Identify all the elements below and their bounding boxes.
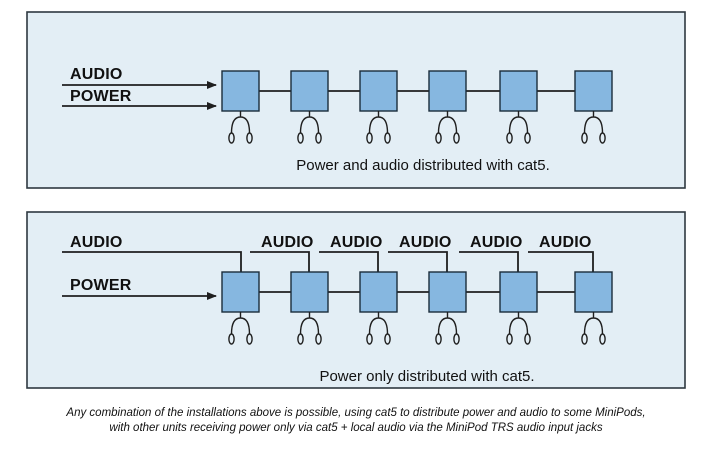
earcup-left-icon [366,132,373,144]
local-audio-line [250,251,310,272]
earcup-right-icon [524,132,531,144]
audio-input-line [62,251,242,272]
panel-caption: Power and audio distributed with cat5. [296,157,549,174]
headphone-icon [230,111,251,134]
earcup-left-icon [435,132,442,144]
earcup-left-icon [297,132,304,144]
earcup-left-icon [581,333,588,345]
earcup-right-icon [384,132,391,144]
earcup-left-icon [435,333,442,345]
minipod-chain [221,271,613,345]
power-input-label: POWER [70,277,132,294]
panel-power-and-audio: AUDIO POWER Power and audio distributed … [26,11,686,189]
headphone-icon [583,111,604,134]
earcup-left-icon [228,333,235,345]
earcup-right-icon [453,132,460,144]
minipod-unit [290,271,329,313]
earcup-right-icon [524,333,531,345]
local-audio-label: AUDIO [261,234,314,251]
panel-caption: Power only distributed with cat5. [319,368,534,385]
earcup-right-icon [599,132,606,144]
earcup-right-icon [453,333,460,345]
headphone-icon [437,312,458,335]
headphone-icon [368,312,389,335]
minipod-unit [221,271,260,313]
minipod-unit [499,271,538,313]
power-input-label: POWER [70,88,132,105]
minipod-unit [221,70,260,112]
earcup-right-icon [315,333,322,345]
earcup-left-icon [366,333,373,345]
headphone-icon [230,312,251,335]
local-audio-label: AUDIO [330,234,383,251]
minipod-chain [221,70,613,144]
local-audio-label: AUDIO [399,234,452,251]
local-audio-line [319,251,379,272]
minipod-unit [428,70,467,112]
audio-input-label: AUDIO [70,234,123,251]
footnote-line-1: Any combination of the installations abo… [65,407,645,419]
local-audio-label: AUDIO [539,234,592,251]
audio-input-label: AUDIO [70,66,123,83]
minipod-unit [499,70,538,112]
local-audio-label: AUDIO [470,234,523,251]
minipod-unit [290,70,329,112]
local-audio-line [459,251,519,272]
minipod-unit [428,271,467,313]
headphone-icon [437,111,458,134]
earcup-left-icon [506,132,513,144]
earcup-right-icon [315,132,322,144]
headphone-icon [508,111,529,134]
earcup-left-icon [581,132,588,144]
headphone-icon [583,312,604,335]
local-audio-inputs: AUDIO AUDIO AUDIO AUDIO AUDIO [250,234,594,272]
local-audio-line [528,251,594,272]
minipod-unit [359,70,398,112]
headphone-icon [299,111,320,134]
footnote-line-2: with other units receiving power only vi… [109,422,602,434]
earcup-right-icon [599,333,606,345]
earcup-left-icon [506,333,513,345]
earcup-left-icon [297,333,304,345]
headphone-icon [368,111,389,134]
earcup-right-icon [246,132,253,144]
minipod-unit [359,271,398,313]
panel-power-only: AUDIO POWER AUDIO AUDIO AUDIO AUDIO AUDI… [26,211,686,389]
headphone-icon [508,312,529,335]
earcup-left-icon [228,132,235,144]
headphone-icon [299,312,320,335]
earcup-right-icon [384,333,391,345]
earcup-right-icon [246,333,253,345]
local-audio-line [388,251,448,272]
minipod-unit [574,271,613,313]
minipod-unit [574,70,613,112]
